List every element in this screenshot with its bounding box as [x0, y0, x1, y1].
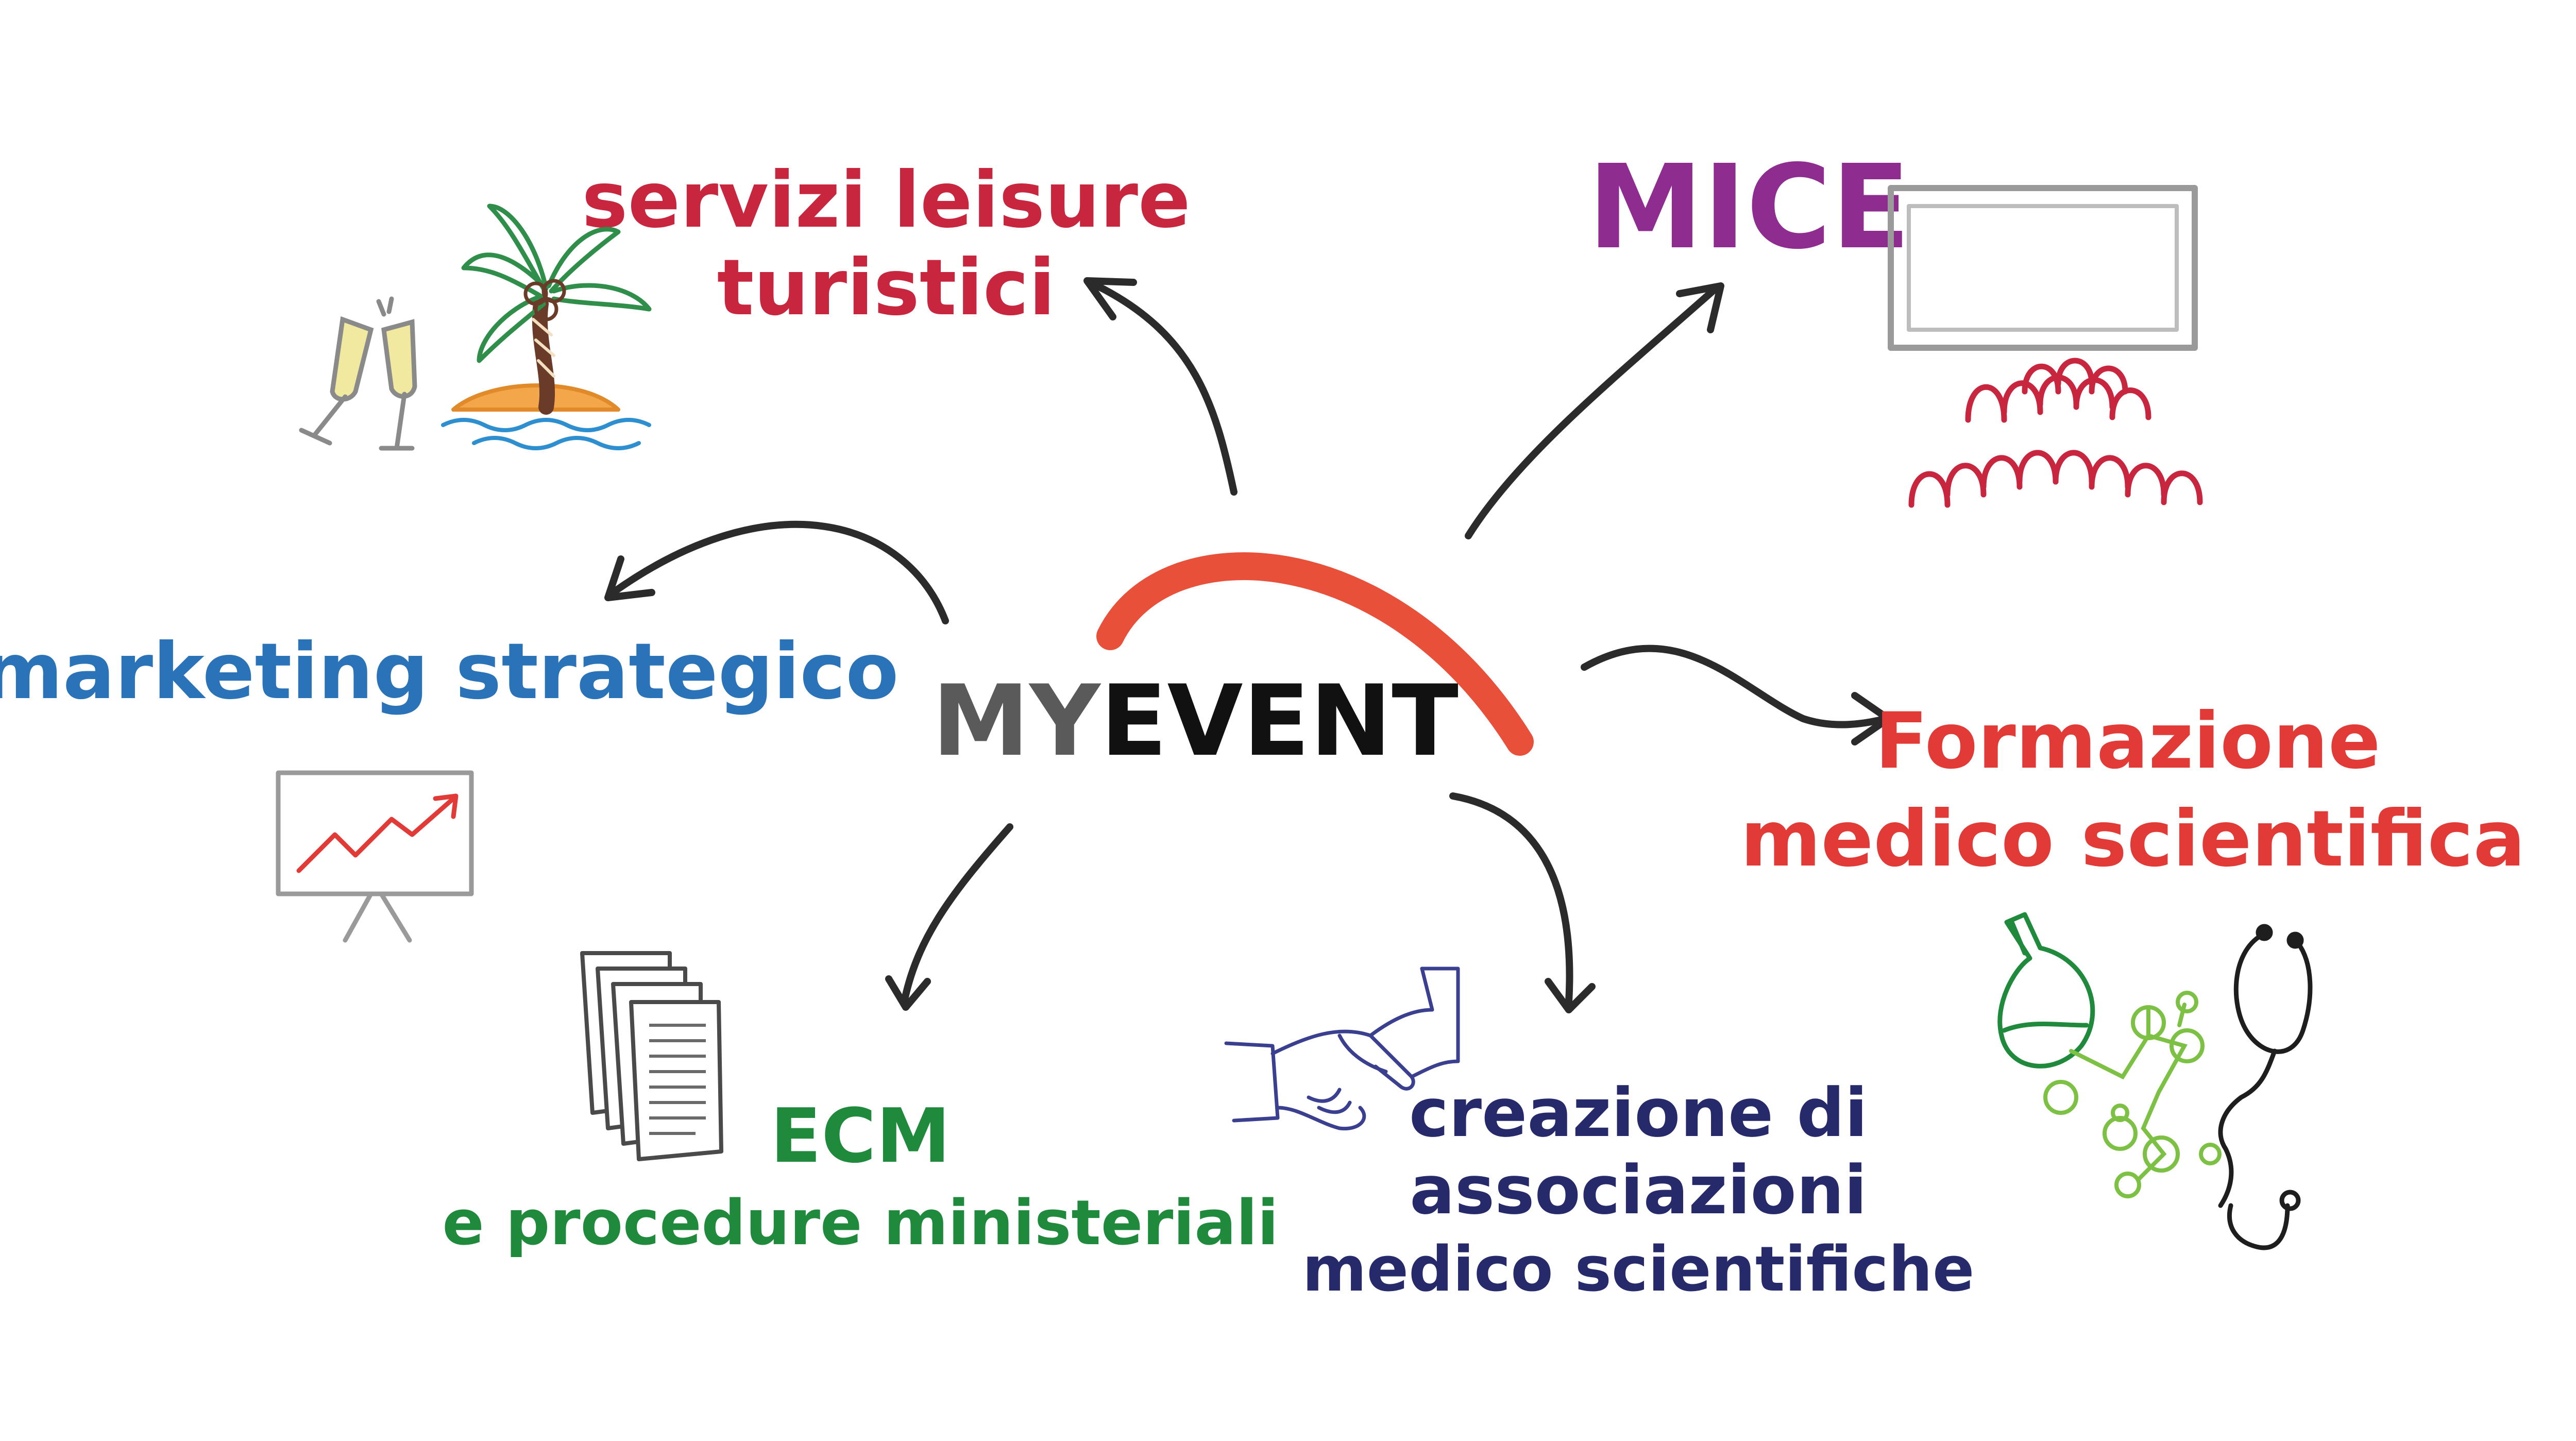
ecm-line2: e procedure ministeriali [442, 1188, 1278, 1259]
arrow-to-associazioni [1449, 792, 1596, 1013]
associazioni-line3: medico scientifiche [1302, 1234, 1975, 1306]
arrow-to-ecm [885, 823, 1013, 1011]
node-mice: MICE [1588, 140, 1910, 275]
node-ecm: ECM e procedure ministeriali [442, 1093, 1278, 1259]
center-logo: MYEVENT [932, 552, 1534, 778]
formazione-line2: medico scientifica [1740, 794, 2526, 884]
logo-event: EVENT [1100, 664, 1459, 778]
arrow-to-formazione [1581, 645, 1892, 745]
ecm-line1: ECM [770, 1093, 951, 1180]
associazioni-line2: associazioni [1410, 1151, 1867, 1229]
arrow-to-mice [1465, 282, 1724, 539]
documents-stack-icon [580, 951, 723, 1161]
formazione-line1: Formazione [1875, 697, 2380, 786]
stethoscope-icon [2218, 924, 2313, 1250]
logo-arc [1096, 552, 1534, 756]
palm-island-icon [441, 204, 652, 450]
node-formazione: Formazione medico scientifica [1740, 697, 2526, 884]
growth-chart-board-icon [276, 770, 474, 943]
molecule-icon [2043, 991, 2222, 1198]
marketing-line1: marketing strategico [0, 627, 899, 717]
champagne-glasses-icon [299, 296, 417, 451]
arrow-to-leisure [1083, 277, 1238, 496]
leisure-line2: turistici [717, 243, 1056, 333]
mice-line1: MICE [1588, 140, 1910, 275]
node-marketing: marketing strategico [0, 627, 899, 717]
node-associazioni: creazione di associazioni medico scienti… [1302, 1074, 1975, 1306]
chemistry-flask-icon [1997, 912, 2095, 1069]
associazioni-line1: creazione di [1409, 1074, 1868, 1152]
logo-text: MYEVENT [932, 664, 1459, 778]
leisure-line1: servizi leisure [582, 156, 1190, 245]
node-leisure: servizi leisure turistici [582, 156, 1190, 333]
logo-my: MY [932, 664, 1101, 778]
screen-audience-icon [1888, 185, 2203, 508]
handshake-icon [1224, 967, 1460, 1131]
arrow-to-marketing [604, 520, 949, 624]
